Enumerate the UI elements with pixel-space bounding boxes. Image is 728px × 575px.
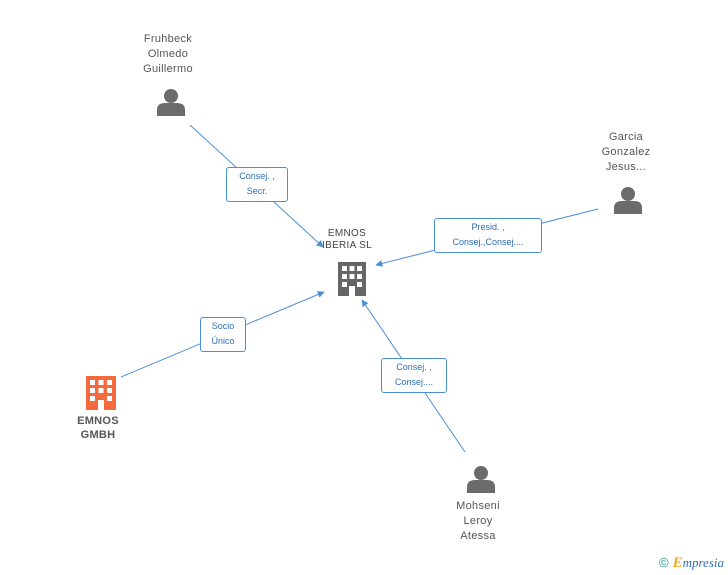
label-line: EMNOS bbox=[77, 415, 119, 427]
person-label-fruhbeck[interactable]: Fruhbeck Olmedo Guillermo bbox=[128, 32, 208, 77]
relation-line: Secr. bbox=[246, 186, 268, 196]
relation-box-garcia[interactable]: Presid. , Consej.,Consej.... bbox=[434, 218, 542, 253]
relation-line: Consej. , bbox=[396, 362, 432, 372]
relation-box-emnos-gmbh[interactable]: Socio Único bbox=[200, 317, 246, 352]
person-icon[interactable] bbox=[467, 466, 495, 493]
person-icon[interactable] bbox=[614, 187, 642, 214]
label-line: Mohseni bbox=[456, 500, 500, 512]
company-label-emnos-iberia[interactable]: EMNOS IBERIA SL bbox=[307, 228, 387, 252]
footer-brand[interactable]: ©Empresia bbox=[659, 555, 724, 572]
label-line: Atessa bbox=[460, 530, 496, 542]
label-line: Garcia bbox=[608, 131, 644, 143]
relation-box-fruhbeck[interactable]: Consej. , Secr. bbox=[226, 167, 288, 202]
relation-line: Único bbox=[211, 336, 235, 346]
person-label-mohseni[interactable]: Mohseni Leroy Atessa bbox=[438, 499, 518, 544]
brand-name: mpresia bbox=[682, 555, 724, 570]
relation-line: Consej. , bbox=[239, 171, 275, 181]
brand-initial: E bbox=[672, 555, 683, 571]
copyright-icon: © bbox=[658, 555, 669, 570]
person-label-garcia[interactable]: Garcia Gonzalez Jesus... bbox=[586, 130, 666, 175]
building-icon[interactable] bbox=[338, 262, 366, 296]
label-line: Fruhbeck bbox=[143, 33, 193, 45]
label-line: Olmedo bbox=[147, 48, 189, 60]
company-label-emnos-gmbh[interactable]: EMNOS GMBH bbox=[58, 414, 138, 442]
relation-line: Consej.,Consej.... bbox=[452, 237, 524, 247]
relation-line: Presid. , bbox=[471, 222, 505, 232]
label-line: Guillermo bbox=[143, 63, 193, 75]
label-line: GMBH bbox=[80, 429, 116, 441]
label-line: Leroy bbox=[463, 515, 493, 527]
relation-line: Socio bbox=[211, 321, 235, 331]
relation-line: Consej.... bbox=[394, 377, 434, 387]
label-line: Jesus... bbox=[605, 161, 647, 173]
building-icon[interactable] bbox=[86, 376, 116, 410]
person-icon[interactable] bbox=[157, 89, 185, 116]
relation-box-mohseni[interactable]: Consej. , Consej.... bbox=[381, 358, 447, 393]
label-line: Gonzalez bbox=[601, 146, 651, 158]
label-line: IBERIA SL bbox=[322, 240, 372, 251]
label-line: EMNOS bbox=[327, 228, 367, 239]
